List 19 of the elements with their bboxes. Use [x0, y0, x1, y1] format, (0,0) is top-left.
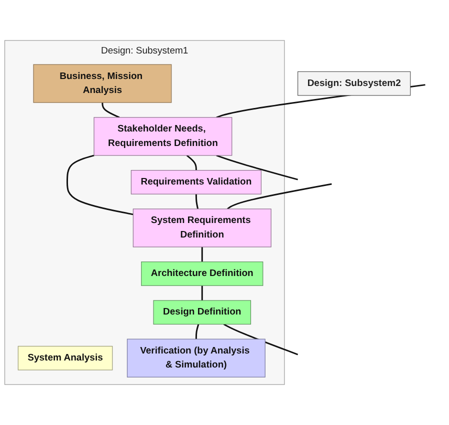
node-box: Business, Mission Analysis	[33, 64, 172, 103]
node-box: Requirements Validation	[130, 170, 262, 194]
node-box: System Analysis	[18, 346, 113, 370]
node-box: Verification (by Analysis & Simulation)	[126, 338, 266, 378]
connector	[186, 154, 197, 170]
connector	[195, 324, 200, 340]
connector	[102, 102, 120, 118]
node-box: Design: Subsystem2	[298, 71, 411, 96]
connector	[66, 154, 134, 216]
connector	[227, 183, 332, 210]
connector	[223, 324, 298, 356]
connector	[216, 154, 298, 180]
connector	[195, 194, 199, 210]
connector	[201, 286, 203, 300]
node-box: Architecture Definition	[141, 262, 264, 286]
node-box: Design Definition	[153, 300, 252, 325]
node-box: System Requirements Definition	[132, 208, 272, 248]
node-box: Stakeholder Needs, Requirements Definition	[94, 117, 232, 156]
connector	[201, 246, 203, 262]
